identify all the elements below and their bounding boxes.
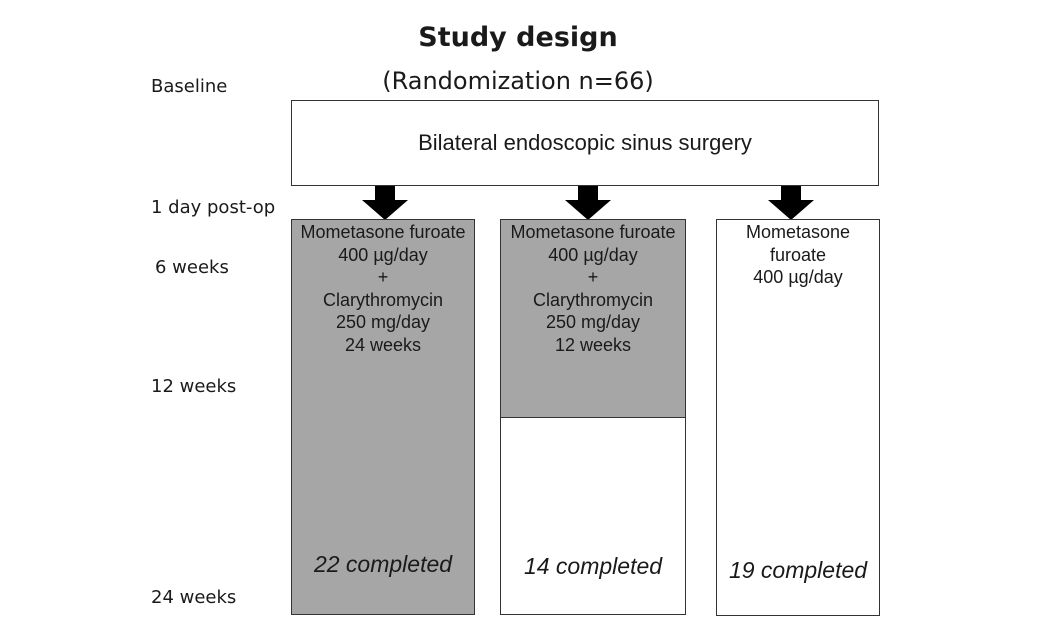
arm-line: + [587, 267, 599, 287]
arm-description: Mometasone furoate 400 µg/day + Clarythr… [501, 221, 685, 356]
surgery-box: Bilateral endoscopic sinus surgery [291, 100, 879, 186]
treatment-fill [292, 220, 474, 614]
surgery-label: Bilateral endoscopic sinus surgery [418, 130, 752, 155]
arm-description: Mometasone furoate 400 µg/day + Clarythr… [292, 221, 474, 356]
arm-line: furoate [769, 244, 827, 265]
completed-count: 19 completed [728, 557, 868, 583]
arrow-down-icon [362, 186, 408, 220]
arm-line: Clarythromycin [532, 289, 654, 310]
timeline-baseline: Baseline [151, 76, 228, 97]
arm-description: Mometasone furoate 400 µg/day [717, 221, 879, 289]
arm-line: Mometasone furoate [300, 222, 466, 242]
arrow-down-icon [565, 186, 611, 220]
arm-line: 400 µg/day [338, 244, 428, 265]
completed-count: 22 completed [313, 551, 453, 577]
timeline-week6: 6 weeks [155, 257, 229, 278]
arm-line: + [377, 267, 389, 287]
arm-line: Mometasone furoate [510, 222, 676, 242]
arrow-down-icon [768, 186, 814, 220]
diagram-title: Study design [418, 22, 618, 53]
arm-line: 250 mg/day [545, 312, 641, 332]
completed-count: 14 completed [523, 553, 663, 579]
timeline-day1: 1 day post-op [151, 197, 276, 218]
arm-line: 24 weeks [344, 334, 422, 355]
timeline-week12: 12 weeks [151, 376, 237, 397]
arm-box-24wk: Mometasone furoate 400 µg/day + Clarythr… [291, 219, 475, 615]
timeline-week24: 24 weeks [151, 587, 237, 608]
treatment-fill [501, 220, 685, 418]
arm-line: 400 µg/day [753, 267, 843, 287]
arm-line: Clarythromycin [322, 289, 444, 310]
arm-line: Mometasone [745, 222, 851, 242]
arm-line: 250 mg/day [335, 312, 431, 332]
arm-box-12wk: Mometasone furoate 400 µg/day + Clarythr… [500, 219, 686, 615]
arm-line: 12 weeks [554, 334, 632, 355]
arm-box-mometasone-only: Mometasone furoate 400 µg/day 19 complet… [716, 219, 880, 616]
diagram-subtitle: (Randomization n=66) [382, 67, 654, 95]
arm-line: 400 µg/day [548, 244, 638, 265]
